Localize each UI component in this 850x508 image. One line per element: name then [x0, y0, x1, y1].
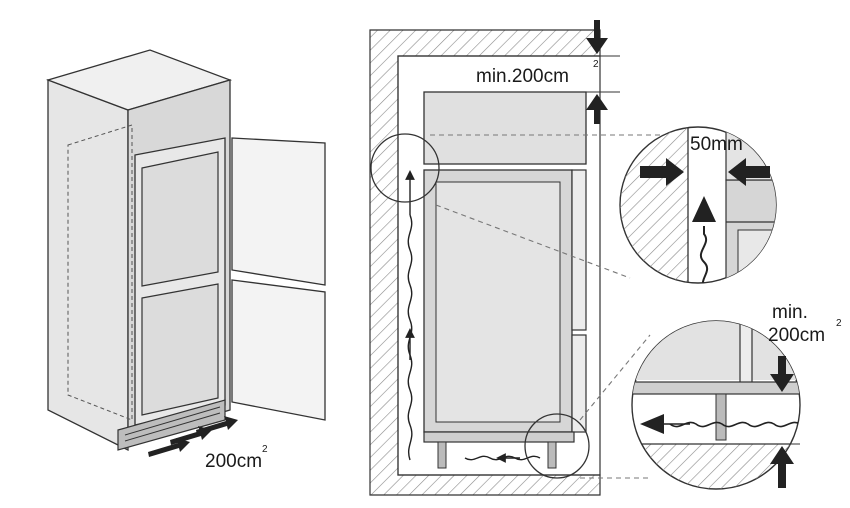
cabinet-side-panel	[47, 79, 129, 452]
fridge-lower-compartment	[141, 283, 219, 416]
fridge-upper-compartment	[141, 151, 219, 287]
door-front-upper	[571, 169, 587, 331]
left-vent-label: 200cm	[205, 451, 262, 472]
upper-door	[231, 137, 326, 286]
door-front-lower	[571, 334, 587, 433]
bottom-vent-label-2: 200cm	[768, 325, 825, 346]
top-panel	[423, 91, 587, 165]
cabinet-interior	[67, 124, 133, 421]
bottom-vent-sup: 2	[836, 318, 842, 329]
lower-door	[231, 279, 326, 421]
cross-section: min.200cm 2	[369, 20, 620, 496]
base-plate	[423, 431, 575, 443]
bottom-vent-label-1: min.	[772, 302, 808, 323]
gap-arrow-left	[640, 158, 684, 186]
appliance-inner	[435, 181, 561, 423]
gap-label: 50mm	[690, 134, 743, 155]
left-airflow-arrows	[148, 416, 238, 457]
niche-outline	[397, 55, 601, 476]
bottom-dim-arrow-down	[770, 356, 794, 392]
detail-marker-top	[370, 133, 440, 203]
detail-top: 50mm	[619, 126, 777, 284]
left-vent-sup: 2	[262, 444, 268, 455]
top-dim-arrow-down	[586, 20, 608, 54]
detail-bottom: min. 200cm 2	[631, 302, 842, 490]
leader-lines	[430, 134, 665, 479]
top-dim-arrow-up	[586, 94, 608, 124]
bottom-dim-arrow-up	[770, 446, 794, 488]
gap-arrow-right	[728, 158, 770, 186]
cabinet-perspective: 200cm 2	[45, 49, 326, 472]
top-vent-sup: 2	[593, 59, 599, 70]
foot-right	[547, 441, 557, 469]
top-vent-label: min.200cm	[476, 66, 569, 87]
plinth-grille	[117, 399, 226, 451]
detail-marker-bottom	[524, 413, 590, 479]
foot-left	[437, 441, 447, 469]
